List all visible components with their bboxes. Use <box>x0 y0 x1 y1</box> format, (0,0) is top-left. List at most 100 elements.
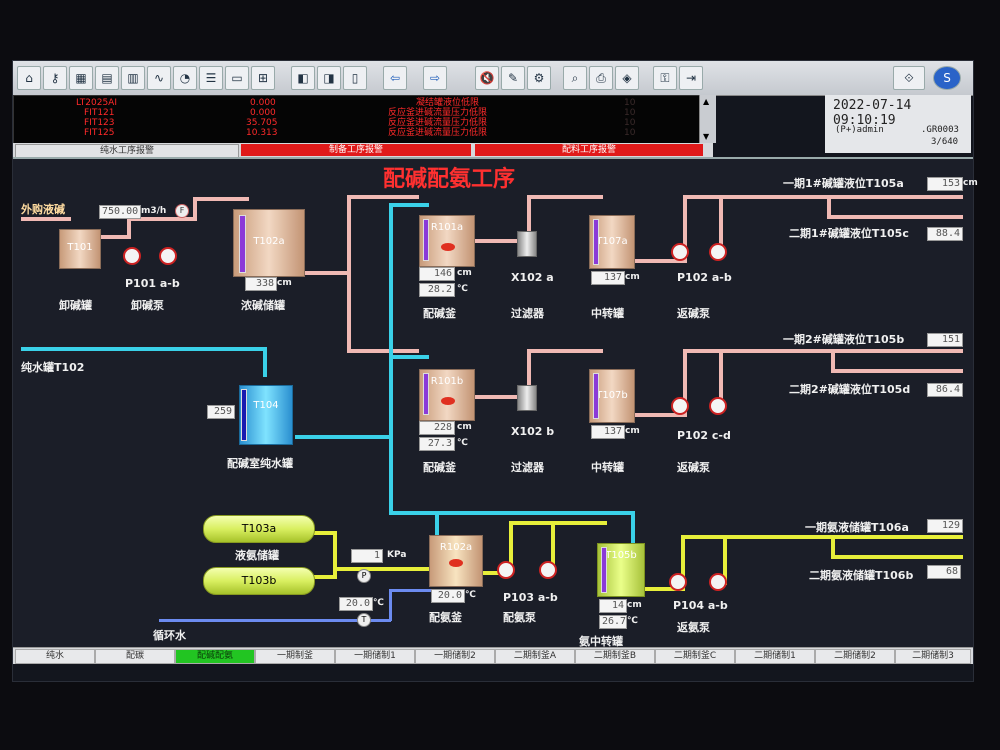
pump-icon[interactable] <box>709 397 727 415</box>
pipe <box>127 217 197 221</box>
scroll-down-icon[interactable]: ▼ <box>703 132 710 141</box>
unit-cm: cm <box>627 600 642 610</box>
nh3-pump-label: 配氨泵 <box>503 611 536 624</box>
flow-value: 750.00 <box>99 205 141 219</box>
tank-t103a[interactable]: T103a <box>203 515 315 543</box>
tab-phase1-kettle[interactable]: 一期制釜 <box>255 649 335 664</box>
panel-icon[interactable]: ▭ <box>225 66 249 90</box>
system-icon[interactable]: ⟐ <box>893 66 925 90</box>
logo-icon[interactable]: ◈ <box>615 66 639 90</box>
unit-cm: cm <box>457 422 472 432</box>
tab-phase1-store2[interactable]: 一期储制2 <box>415 649 495 664</box>
alarm-scrollbar[interactable]: ▲ ▼ <box>699 95 716 143</box>
login-key-icon[interactable]: ⚿ <box>653 66 677 90</box>
next-page-icon[interactable]: ◨ <box>317 66 341 90</box>
scroll-up-icon[interactable]: ▲ <box>703 97 710 106</box>
tab-alkali-ammonia[interactable]: 配碱配氨 <box>175 649 255 664</box>
pipe <box>303 271 351 275</box>
agitator-icon <box>449 559 463 567</box>
p103-label: P103 a-b <box>503 591 558 604</box>
pipe <box>551 521 607 525</box>
filter-icon[interactable] <box>517 231 537 257</box>
out2b-label: 二期2#碱罐液位T105d <box>789 383 911 396</box>
pipe <box>827 195 831 217</box>
pipe <box>831 349 835 371</box>
filter-icon[interactable] <box>517 385 537 411</box>
key-icon[interactable]: ⚷ <box>43 66 67 90</box>
pipe <box>723 535 727 585</box>
pipe <box>527 195 603 199</box>
tank-t103b[interactable]: T103b <box>203 567 315 595</box>
mute-alarm-icon[interactable]: 🔇 <box>475 66 499 90</box>
r101a-temp: 28.2 <box>419 283 455 297</box>
pump-icon[interactable] <box>671 397 689 415</box>
back-arrow-icon[interactable]: ⇦ <box>383 66 407 90</box>
ret-nh3-label: 返氨泵 <box>677 621 710 634</box>
xie-pump-label: 卸碱泵 <box>131 299 164 312</box>
pipe <box>347 195 419 199</box>
vendor-logo-icon[interactable]: S <box>933 66 961 90</box>
agitator-icon <box>441 397 455 405</box>
gauge-icon[interactable]: ◔ <box>173 66 197 90</box>
pump-icon[interactable] <box>497 561 515 579</box>
home-icon[interactable]: ⌂ <box>17 66 41 90</box>
tab-carbon[interactable]: 配碳 <box>95 649 175 664</box>
binocular-icon[interactable]: ⌕ <box>563 66 587 90</box>
edit-icon[interactable]: ✎ <box>501 66 525 90</box>
trend-icon[interactable]: ∿ <box>147 66 171 90</box>
list-icon[interactable]: ☰ <box>199 66 223 90</box>
tab-phase2-kettle-a[interactable]: 二期制釜A <box>495 649 575 664</box>
out2b-value: 86.4 <box>927 383 963 397</box>
tank-t104[interactable]: T104 <box>239 385 293 445</box>
pipe <box>389 589 433 592</box>
pump-icon[interactable] <box>159 247 177 265</box>
p102ab-label: P102 a-b <box>677 271 732 284</box>
tank-t101[interactable]: T101 <box>59 229 101 269</box>
book-icon[interactable]: ▯ <box>343 66 367 90</box>
tab-phase1-store1[interactable]: 一期储制1 <box>335 649 415 664</box>
page-count: 3/640 <box>931 137 959 147</box>
pipe <box>551 521 555 571</box>
forward-arrow-icon[interactable]: ⇨ <box>423 66 447 90</box>
pump-icon[interactable] <box>671 243 689 261</box>
pump-icon[interactable] <box>123 247 141 265</box>
table-icon[interactable]: ▤ <box>95 66 119 90</box>
out1a-label: 一期1#碱罐液位T105a <box>783 177 904 190</box>
network-icon[interactable]: ⊞ <box>251 66 275 90</box>
pipe <box>633 259 685 263</box>
tab-batch-alarm[interactable]: 配料工序报警 <box>475 144 703 156</box>
pump-icon[interactable] <box>539 561 557 579</box>
pipe <box>643 587 685 591</box>
exit-icon[interactable]: ⇥ <box>679 66 703 90</box>
tab-phase2-store1[interactable]: 二期储制1 <box>735 649 815 664</box>
pump-icon[interactable] <box>709 573 727 591</box>
tab-pure-water-alarm[interactable]: 纯水工序报警 <box>15 144 239 158</box>
print-icon[interactable]: ⎙ <box>589 66 613 90</box>
prev-page-icon[interactable]: ◧ <box>291 66 315 90</box>
out1a-value: 153 <box>927 177 963 191</box>
tab-prep-alarm[interactable]: 制备工序报警 <box>241 144 471 156</box>
pump-icon[interactable] <box>709 243 727 261</box>
grid-icon[interactable]: ▦ <box>69 66 93 90</box>
tab-phase2-store3[interactable]: 二期储制3 <box>895 649 971 664</box>
r101a-name: 配碱釜 <box>423 307 456 320</box>
pipe <box>473 395 531 399</box>
pipe <box>527 349 531 399</box>
pipe <box>631 511 635 545</box>
out-nh3a-value: 129 <box>927 519 963 533</box>
config-icon[interactable]: ⚙ <box>527 66 551 90</box>
pump-icon[interactable] <box>669 573 687 591</box>
tab-phase2-kettle-c[interactable]: 二期制釜C <box>655 649 735 664</box>
tab-pure-water[interactable]: 纯水 <box>15 649 95 664</box>
r101a-level: 146 <box>419 267 455 281</box>
tab-phase2-store2[interactable]: 二期储制2 <box>815 649 895 664</box>
hmi-screen: ⌂ ⚷ ▦ ▤ ▥ ∿ ◔ ☰ ▭ ⊞ ◧ ◨ ▯ ⇦ ⇨ 🔇 ✎ ⚙ ⌕ ⎙ … <box>12 60 978 682</box>
tab-phase2-kettle-b[interactable]: 二期制釜B <box>575 649 655 664</box>
bar-chart-icon[interactable]: ▥ <box>121 66 145 90</box>
pipe <box>389 203 393 515</box>
